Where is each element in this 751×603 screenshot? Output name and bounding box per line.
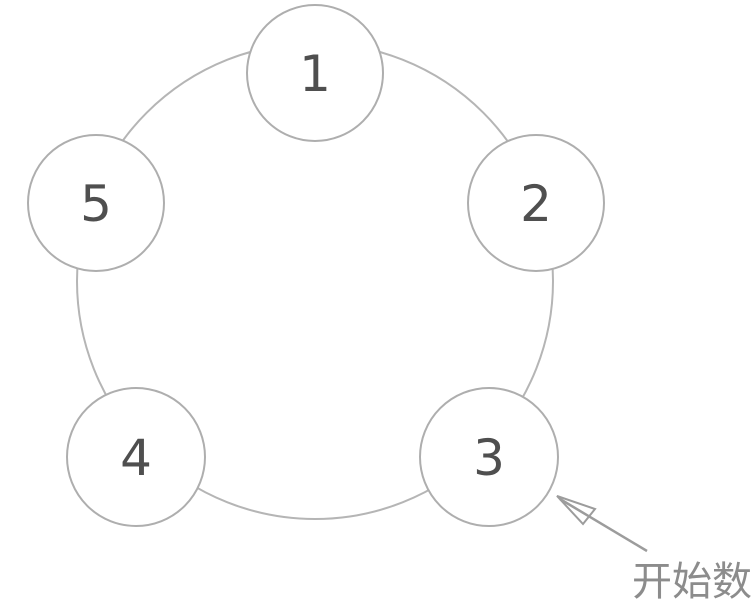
node-label-1: 1	[299, 45, 331, 103]
node-5: 5	[27, 134, 165, 272]
node-3: 3	[419, 387, 559, 527]
node-circle-5	[27, 134, 165, 272]
annotation-start-label: 开始数	[632, 560, 751, 603]
start-arrow	[556, 495, 648, 553]
start-arrow-head-icon	[556, 495, 597, 526]
node-label-3: 3	[473, 429, 505, 487]
node-circle-1	[246, 4, 384, 142]
node-label-4: 4	[120, 429, 152, 487]
node-label-5: 5	[80, 175, 112, 233]
node-circle-2	[467, 134, 605, 272]
node-label-2: 2	[520, 175, 552, 233]
start-arrow-shaft	[559, 497, 648, 553]
node-2: 2	[467, 134, 605, 272]
node-circle-3	[419, 387, 559, 527]
node-circle-4	[66, 387, 206, 527]
node-4: 4	[66, 387, 206, 527]
node-1: 1	[246, 4, 384, 142]
